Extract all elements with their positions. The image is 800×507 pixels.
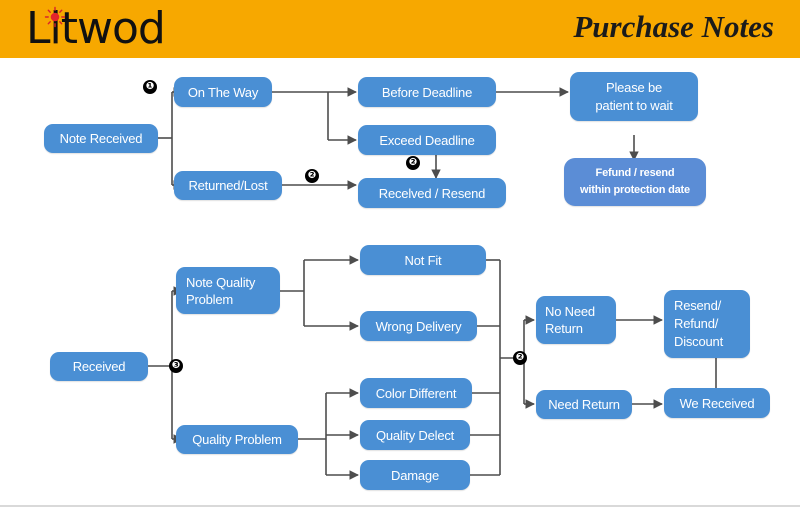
- node-exceed-deadline[interactable]: Exceed Deadline: [358, 125, 496, 155]
- marker-3: ❸: [169, 359, 183, 373]
- node-need-return[interactable]: Need Return: [536, 390, 632, 419]
- node-refund-resend[interactable]: Fefund / resend within protection date: [564, 158, 706, 206]
- marker-2-problem: ❷: [513, 351, 527, 365]
- node-label-line2: Refund/: [674, 316, 719, 331]
- node-label: We Received: [679, 395, 755, 411]
- node-color-different[interactable]: Color Different: [360, 378, 472, 408]
- node-label: Quality Problem: [192, 432, 282, 447]
- node-note-quality-problem[interactable]: Note Quality Problem: [176, 267, 280, 314]
- node-label-line2: within protection date: [580, 184, 690, 196]
- red-sun-icon: [44, 6, 66, 28]
- node-no-need-return[interactable]: No Need Return: [536, 296, 616, 344]
- marker-2-returned: ❷: [305, 169, 319, 183]
- node-label-line1: No Need: [545, 304, 595, 319]
- node-label-line1: Fefund / resend: [595, 167, 675, 179]
- node-label: Wrong Delivery: [375, 318, 462, 334]
- node-label-line2: Return: [545, 321, 583, 336]
- node-damage[interactable]: Damage: [360, 460, 470, 490]
- node-quality-defect[interactable]: Quality Delect: [360, 420, 470, 450]
- node-label: Returned/Lost: [188, 178, 268, 193]
- marker-1: ❶: [143, 80, 157, 94]
- node-label: Damage: [391, 467, 439, 483]
- node-wrong-delivery[interactable]: Wrong Delivery: [360, 311, 477, 341]
- node-label: Quality Delect: [375, 427, 455, 443]
- node-label: On The Way: [187, 84, 259, 100]
- node-label: Color Different: [375, 385, 457, 401]
- node-please-be-patient[interactable]: Please be patient to wait: [570, 72, 698, 121]
- node-on-the-way[interactable]: On The Way: [174, 77, 272, 107]
- node-returned-lost[interactable]: Returned/Lost: [174, 171, 282, 200]
- node-quality-problem[interactable]: Quality Problem: [176, 425, 298, 454]
- node-label: Need Return: [548, 397, 620, 412]
- node-label: Received: [72, 359, 126, 374]
- node-label-line1: Please be: [605, 79, 663, 95]
- node-we-received[interactable]: We Received: [664, 388, 770, 418]
- node-note-received[interactable]: Note Received: [44, 124, 158, 153]
- node-label-line1: Note Quality: [186, 274, 256, 290]
- node-resend-refund-discount[interactable]: Resend/ Refund/ Discount: [664, 290, 750, 358]
- node-before-deadline[interactable]: Before Deadline: [358, 77, 496, 107]
- node-label: Exceed Deadline: [379, 132, 475, 148]
- node-received[interactable]: Received: [50, 352, 148, 381]
- node-label: Note Received: [59, 131, 143, 146]
- node-label: Not Fit: [404, 252, 442, 268]
- node-label-line1: Resend/: [674, 298, 722, 313]
- node-label-line2: patient to wait: [595, 97, 673, 113]
- page-title: Purchase Notes: [573, 9, 774, 44]
- flowchart-canvas: Note Received On The Way Returned/Lost B…: [0, 58, 800, 505]
- page-header: Litwod Purchase Notes: [0, 0, 800, 58]
- brand-logo: Litwod: [26, 2, 166, 56]
- brand-logo-text: Litwod: [26, 3, 166, 54]
- marker-2-exceed: ❷: [406, 156, 420, 170]
- node-label: Before Deadline: [381, 84, 473, 100]
- node-received-resend[interactable]: Recelved / Resend: [358, 178, 506, 208]
- node-label-line2: Problem: [186, 291, 234, 307]
- node-not-fit[interactable]: Not Fit: [360, 245, 486, 275]
- node-label: Recelved / Resend: [378, 185, 486, 201]
- node-label-line3: Discount: [674, 334, 723, 349]
